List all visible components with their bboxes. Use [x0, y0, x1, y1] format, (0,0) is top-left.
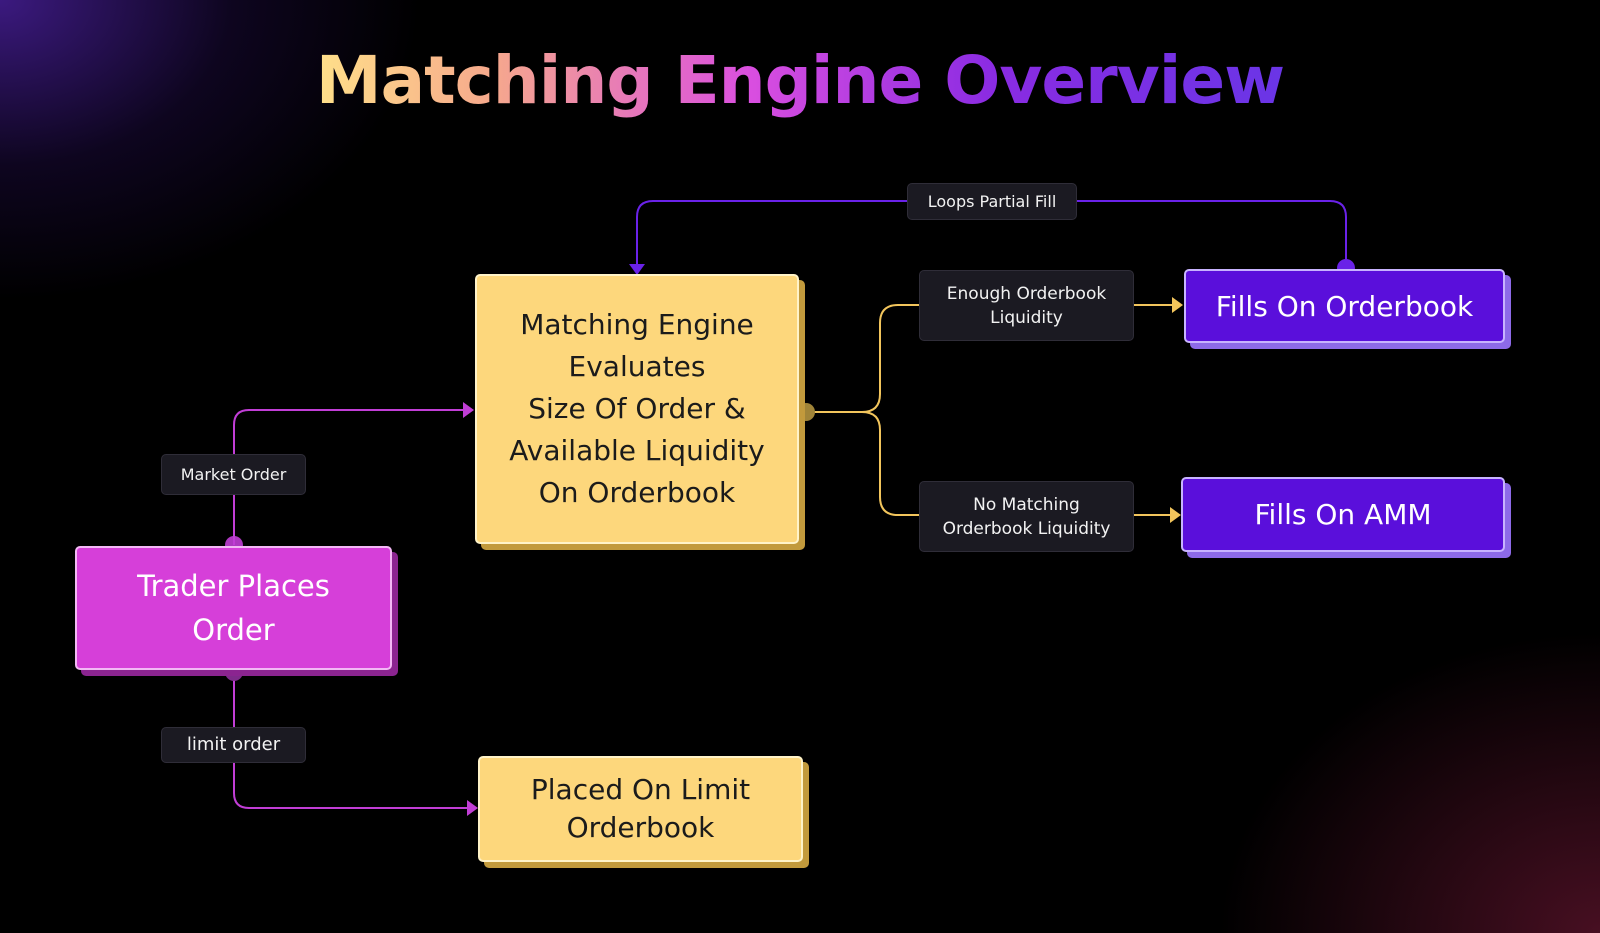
edge-enough-liquidity [806, 304, 1172, 413]
node-matching-engine[interactable]: Matching Engine Evaluates Size Of Order … [475, 274, 799, 544]
edge-label-loops-partial-fill: Loops Partial Fill [907, 183, 1077, 220]
node-placed-on-limit-orderbook[interactable]: Placed On Limit Orderbook [478, 756, 803, 862]
arrowhead-limit-order [467, 800, 478, 816]
node-fills-on-orderbook[interactable]: Fills On Orderbook [1184, 269, 1505, 343]
edge-label-limit-order: limit order [161, 727, 306, 763]
arrowhead-no-matching-liquidity [1170, 507, 1181, 523]
connector-dot-engine-right [797, 403, 815, 421]
edge-label-market-order: Market Order [161, 454, 306, 495]
arrowhead-enough-liquidity [1172, 297, 1183, 313]
node-fills-on-amm[interactable]: Fills On AMM [1181, 477, 1505, 552]
arrowhead-loops-partial-fill [629, 264, 645, 275]
node-trader-places-order[interactable]: Trader Places Order [75, 546, 392, 670]
edge-label-enough-liquidity: Enough Orderbook Liquidity [919, 270, 1134, 341]
arrowhead-market-order [463, 402, 474, 418]
edge-label-no-matching-liquidity: No Matching Orderbook Liquidity [919, 481, 1134, 552]
edge-market-order [233, 409, 466, 545]
edge-limit-order [233, 672, 470, 809]
page-title: Matching Engine Overview [315, 42, 1285, 119]
edge-no-matching-liquidity [861, 411, 1170, 516]
